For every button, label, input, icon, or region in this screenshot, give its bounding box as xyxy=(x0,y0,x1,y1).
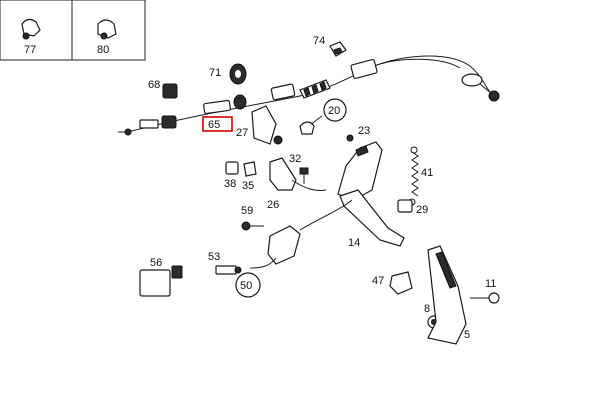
label-27[interactable]: 27 xyxy=(236,127,248,139)
pedal-sensor xyxy=(249,225,301,269)
label-74[interactable]: 74 xyxy=(313,35,325,47)
part-56-module xyxy=(139,265,183,297)
label-68[interactable]: 68 xyxy=(148,79,160,91)
part-77-clip-icon xyxy=(21,18,41,40)
label-50[interactable]: 50 xyxy=(240,280,252,292)
label-20[interactable]: 20 xyxy=(328,105,340,117)
label-41[interactable]: 41 xyxy=(421,167,433,179)
part-74-clip xyxy=(329,41,347,57)
label-47[interactable]: 47 xyxy=(372,275,384,287)
label-5[interactable]: 5 xyxy=(464,329,470,341)
label-23[interactable]: 23 xyxy=(358,125,370,137)
part-29-clip xyxy=(397,199,413,213)
label-80[interactable]: 80 xyxy=(97,44,109,56)
highlight-box-65 xyxy=(202,116,233,132)
part-41-spring xyxy=(408,146,419,206)
part-47-bracket xyxy=(389,271,413,295)
label-11[interactable]: 11 xyxy=(485,278,496,290)
label-26[interactable]: 26 xyxy=(267,199,279,211)
callout-50 xyxy=(235,272,261,298)
part-80-clip-icon xyxy=(97,19,117,40)
cable-sleeve xyxy=(270,58,378,101)
part-11-bolt xyxy=(470,292,500,304)
part-5-pedal-pad xyxy=(427,245,467,345)
label-65[interactable]: 65 xyxy=(208,119,220,131)
label-35[interactable]: 35 xyxy=(242,180,254,192)
part-14-pedal-lever xyxy=(337,141,405,247)
part-32-bolt xyxy=(299,167,309,184)
cable-end-fitting xyxy=(461,73,500,102)
label-56[interactable]: 56 xyxy=(150,257,162,269)
label-32[interactable]: 32 xyxy=(289,153,301,165)
part-27-bracket xyxy=(251,105,283,145)
label-59[interactable]: 59 xyxy=(241,205,253,217)
cable-inner xyxy=(379,58,461,69)
part-68-bracket xyxy=(162,83,178,99)
part-38-nut xyxy=(225,161,239,175)
part-53-plug xyxy=(215,265,242,275)
label-53[interactable]: 53 xyxy=(208,251,220,263)
legend-box xyxy=(0,0,146,61)
label-71[interactable]: 71 xyxy=(209,67,221,79)
cable-adjuster xyxy=(118,94,247,136)
part-35-spacer xyxy=(243,161,257,177)
label-38[interactable]: 38 xyxy=(224,178,236,190)
part-59-screw xyxy=(241,221,264,231)
label-29[interactable]: 29 xyxy=(416,204,428,216)
part-26-pivot xyxy=(269,157,327,191)
label-8[interactable]: 8 xyxy=(424,303,430,315)
part-71-grommet xyxy=(229,63,247,85)
label-77[interactable]: 77 xyxy=(24,44,36,56)
callout-20 xyxy=(299,98,354,142)
label-14[interactable]: 14 xyxy=(348,237,360,249)
connecting-rod xyxy=(299,199,353,231)
